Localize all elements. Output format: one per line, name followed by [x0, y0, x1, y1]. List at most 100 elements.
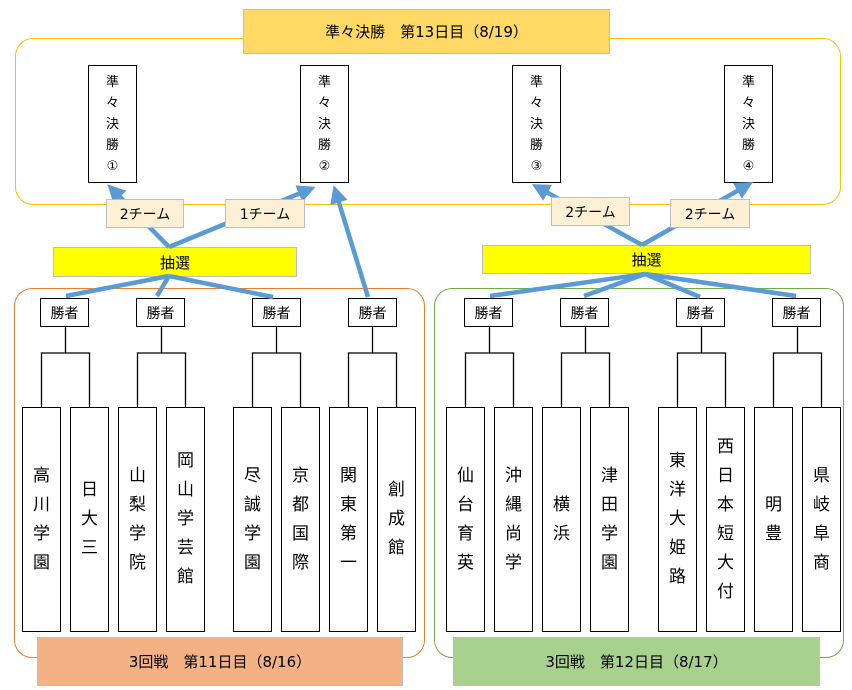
char: 大 [669, 509, 686, 529]
char: ④ [742, 158, 755, 174]
char: 決 [317, 116, 331, 132]
char: 仙 [457, 465, 474, 486]
arrow-left-winner3-to-lottery [168, 273, 274, 300]
winner-box-left-1: 勝者 [40, 298, 89, 327]
char: 園 [33, 552, 50, 573]
char: 姫 [669, 538, 686, 558]
char: 学 [33, 523, 50, 544]
team-box-left-3: 山梨学院 [118, 407, 157, 632]
char: 洋 [669, 480, 686, 500]
char: 阜 [813, 523, 830, 544]
arrow-right-winner1-to-lottery [489, 271, 646, 299]
char: 県 [813, 465, 830, 486]
team-box-right-7: 明豊 [754, 407, 793, 632]
char: 勝 [317, 137, 331, 153]
team-box-right-4: 津田学園 [590, 407, 629, 632]
char: 学 [129, 523, 146, 544]
char: 商 [813, 552, 830, 573]
char: 決 [105, 116, 119, 132]
char: 津 [601, 465, 618, 486]
team-box-right-2: 沖縄尚学 [494, 407, 533, 632]
char: 岐 [813, 494, 830, 515]
winner-box-left-2: 勝者 [136, 298, 185, 327]
char: 付 [717, 581, 734, 602]
char: 大 [81, 509, 98, 529]
arrow-left-winner1-to-lottery [65, 273, 170, 299]
bracket-connector [464, 327, 515, 407]
left-round-banner: 3回戦 第11日目（8/16） [37, 637, 403, 686]
team-box-right-8: 県岐阜商 [802, 407, 841, 632]
char: 縄 [505, 494, 522, 515]
char: 準 [105, 74, 119, 90]
char: 園 [601, 552, 618, 573]
char: 館 [388, 538, 405, 558]
allocation-chip-qf1: 2チーム [106, 199, 184, 228]
char: 路 [669, 567, 686, 587]
right-round-banner: 3回戦 第12日目（8/17） [453, 637, 820, 686]
char: 々 [529, 95, 543, 111]
char: 高 [33, 465, 50, 486]
char: 創 [388, 480, 405, 500]
char: 尚 [505, 523, 522, 544]
char: 成 [388, 509, 405, 529]
char: 館 [177, 567, 194, 587]
winner-box-left-3: 勝者 [252, 298, 301, 327]
char: 決 [529, 116, 543, 132]
bracket-connector [772, 327, 823, 407]
char: 勝 [741, 137, 755, 153]
char: 勝 [529, 137, 543, 153]
char: 際 [292, 552, 309, 573]
team-box-left-4: 岡山学芸館 [166, 407, 205, 632]
arrow-right-winner2-to-lottery [583, 271, 646, 299]
left-lottery-bar: 抽選 [53, 247, 297, 277]
char: 尽 [244, 465, 261, 486]
right-lottery-bar: 抽選 [482, 245, 811, 274]
bracket-connector [251, 327, 302, 407]
char: 短 [717, 523, 734, 544]
bracket-connector [347, 327, 398, 407]
char: 一 [340, 552, 357, 573]
char: ② [318, 158, 331, 174]
bracket-connector [136, 327, 187, 407]
char: ① [106, 158, 119, 174]
allocation-chip-qf3: 2チーム [551, 197, 630, 226]
char: 学 [601, 523, 618, 544]
char: 誠 [244, 494, 261, 515]
char: 沖 [505, 465, 522, 486]
bracket-connector [560, 327, 611, 407]
arrow-right-winner3-to-lottery [644, 271, 701, 300]
bracket-connector [40, 327, 91, 407]
team-box-right-3: 横浜 [542, 407, 581, 632]
char: 英 [457, 552, 474, 573]
char: 浜 [553, 523, 570, 544]
char: 東 [340, 494, 357, 515]
bracket-connector [676, 327, 727, 407]
char: 園 [244, 552, 261, 573]
char: 梨 [129, 494, 146, 515]
winner-box-right-1: 勝者 [464, 298, 513, 327]
team-box-left-6: 京都国際 [281, 407, 320, 632]
char: 々 [105, 95, 119, 111]
char: ③ [530, 158, 543, 174]
allocation-chip-qf4: 2チーム [670, 199, 750, 228]
char: 国 [292, 523, 309, 544]
char: 日 [81, 480, 98, 500]
char: 田 [601, 494, 618, 515]
arrow-left-winner2-to-lottery [155, 274, 171, 298]
winner-box-right-2: 勝者 [560, 298, 609, 327]
char: 芸 [177, 538, 194, 558]
char: 院 [129, 552, 146, 573]
char: 日 [717, 465, 734, 486]
winner-box-right-4: 勝者 [772, 298, 821, 327]
arrow-right-winner4-to-lottery [644, 271, 797, 299]
char: 山 [129, 465, 146, 486]
winner-box-left-4: 勝者 [348, 298, 397, 327]
char: 京 [292, 465, 309, 486]
team-box-left-2: 日大三 [70, 407, 109, 632]
team-box-right-5: 東洋大姫路 [658, 407, 697, 632]
char: 準 [741, 74, 755, 90]
char: 東 [669, 451, 686, 471]
